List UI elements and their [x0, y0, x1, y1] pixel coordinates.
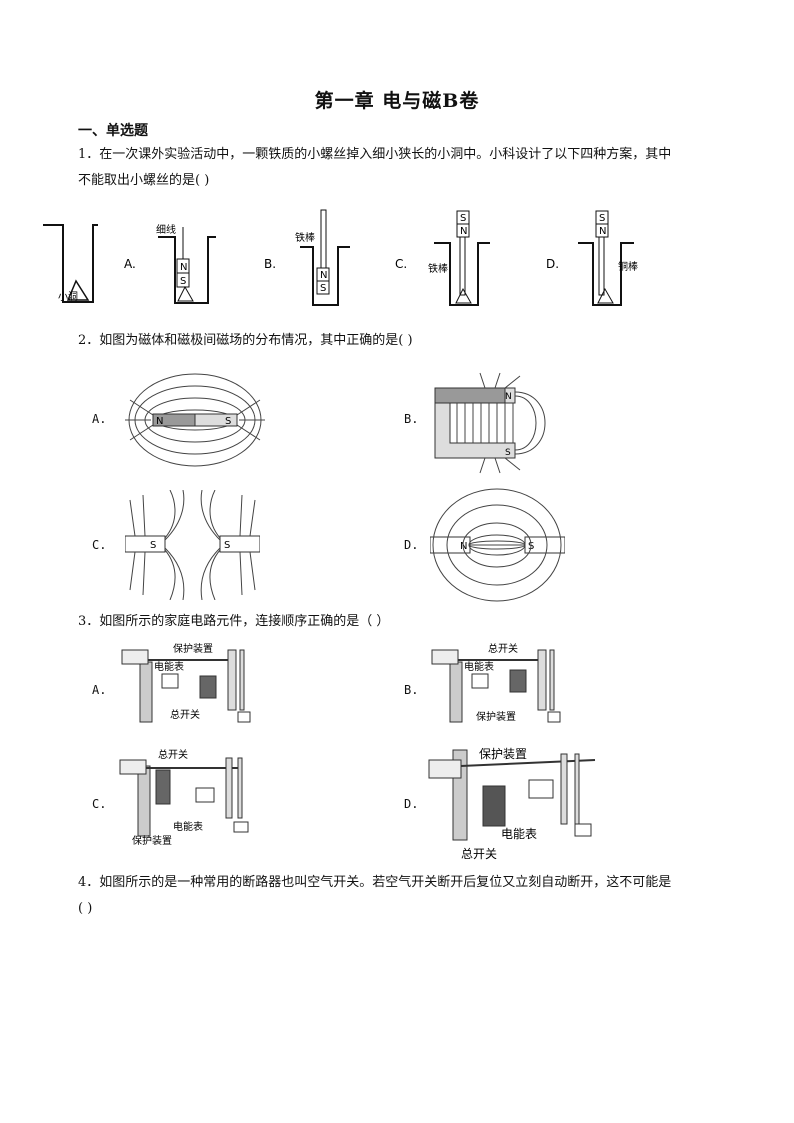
q3-option-b-label: B.: [404, 683, 419, 697]
q2-option-d-figure: N S: [430, 488, 565, 602]
hole-label: 小洞: [58, 291, 78, 303]
option-d-figure: S N 铜棒: [578, 210, 638, 306]
q2-option-d-label: D.: [404, 538, 419, 552]
question-3: 3．如图所示的家庭电路元件，连接顺序正确的是（ ）: [78, 609, 728, 635]
copper-rod-label: 铜棒: [618, 260, 638, 273]
question-1: 1．在一次课外实验活动中，一颗铁质的小螺丝掉入细小狭长的小洞中。小科设计了以下四…: [78, 142, 728, 194]
q2-option-c-label: C.: [92, 538, 107, 552]
q3-option-c-figure: 总开关 电能表 保护装置: [119, 748, 249, 847]
option-b-label: B.: [264, 257, 276, 271]
pole-s: S: [150, 540, 156, 551]
q2-option-a-label: A.: [92, 412, 107, 426]
pole-s: S: [505, 448, 511, 458]
protect-label: 保护装置: [479, 747, 527, 761]
question-2-text: 2．如图为磁体和磁极间磁场的分布情况，其中正确的是( ): [78, 333, 413, 348]
q3-option-a-figure: 保护装置 电能表 总开关: [121, 642, 251, 723]
q3-option-b-figure: 总开关 电能表 保护装置: [431, 642, 561, 723]
meter-label: 电能表: [154, 660, 184, 673]
q3-option-a-label: A.: [92, 683, 107, 697]
meter-label: 电能表: [501, 827, 537, 841]
iron-rod-label: 铁棒: [428, 262, 448, 275]
pole-s: S: [225, 416, 231, 427]
q2-option-c-figure: S S: [125, 490, 260, 600]
q3-option-c-label: C.: [92, 797, 107, 811]
q3-option-d-label: D.: [404, 797, 419, 811]
meter-label: 电能表: [464, 660, 494, 673]
switch-label: 总开关: [158, 748, 188, 761]
question-1-figures: 小洞 A. N S 细线 B. N S 铁棒 C. S N 铁棒 D.: [43, 209, 638, 306]
magnet-s: S: [460, 213, 466, 224]
hole-figure: 小洞: [43, 224, 98, 303]
protect-label: 保护装置: [476, 710, 516, 723]
switch-label: 总开关: [488, 642, 518, 655]
page-title: 第一章 电与磁B卷: [314, 90, 480, 112]
magnet-s: S: [599, 213, 605, 224]
option-a-label: A.: [124, 257, 136, 271]
magnet-n: N: [320, 270, 327, 281]
question-2: 2．如图为磁体和磁极间磁场的分布情况，其中正确的是( ): [78, 328, 728, 354]
option-c-label: C.: [395, 257, 407, 271]
magnet-s: S: [320, 283, 326, 294]
thread-label: 细线: [156, 223, 176, 236]
pole-s-right: S: [224, 540, 230, 551]
question-4: 4．如图所示的是一种常用的断路器也叫空气开关。若空气开关断开后复位又立刻自动断开…: [78, 870, 728, 922]
meter-label: 电能表: [173, 820, 203, 833]
q3-option-d-figure: 保护装置 电能表 总开关: [428, 747, 596, 861]
pole-n: N: [460, 541, 467, 552]
magnet-n: N: [460, 226, 467, 237]
iron-rod-label: 铁棒: [295, 231, 315, 244]
option-d-label: D.: [546, 257, 559, 271]
q2-option-b-figure: N S: [434, 372, 546, 474]
switch-label: 总开关: [170, 708, 200, 721]
section-heading: 一、单选题: [78, 123, 148, 139]
question-4-line-2: ( ): [78, 901, 93, 916]
protect-label: 保护装置: [132, 834, 172, 847]
q2-option-b-label: B.: [404, 412, 419, 426]
option-a-figure: N S 细线: [156, 223, 216, 304]
question-4-line-1: 4．如图所示的是一种常用的断路器也叫空气开关。若空气开关断开后复位又立刻自动断开…: [78, 875, 672, 890]
option-c-figure: S N 铁棒: [428, 210, 490, 306]
magnet-n: N: [180, 262, 187, 273]
question-1-line-2: 不能取出小螺丝的是( ): [78, 173, 210, 188]
protect-label: 保护装置: [173, 642, 213, 655]
magnet-s: S: [180, 276, 186, 287]
q2-option-a-figure: N S: [125, 373, 265, 467]
switch-label: 总开关: [461, 847, 497, 861]
magnet-n: N: [599, 226, 606, 237]
question-3-text: 3．如图所示的家庭电路元件，连接顺序正确的是（ ）: [78, 614, 390, 629]
pole-n: N: [505, 392, 512, 402]
question-1-line-1: 1．在一次课外实验活动中，一颗铁质的小螺丝掉入细小狭长的小洞中。小科设计了以下四…: [78, 147, 672, 162]
option-b-figure: N S 铁棒: [295, 209, 350, 306]
pole-n: N: [156, 416, 163, 427]
